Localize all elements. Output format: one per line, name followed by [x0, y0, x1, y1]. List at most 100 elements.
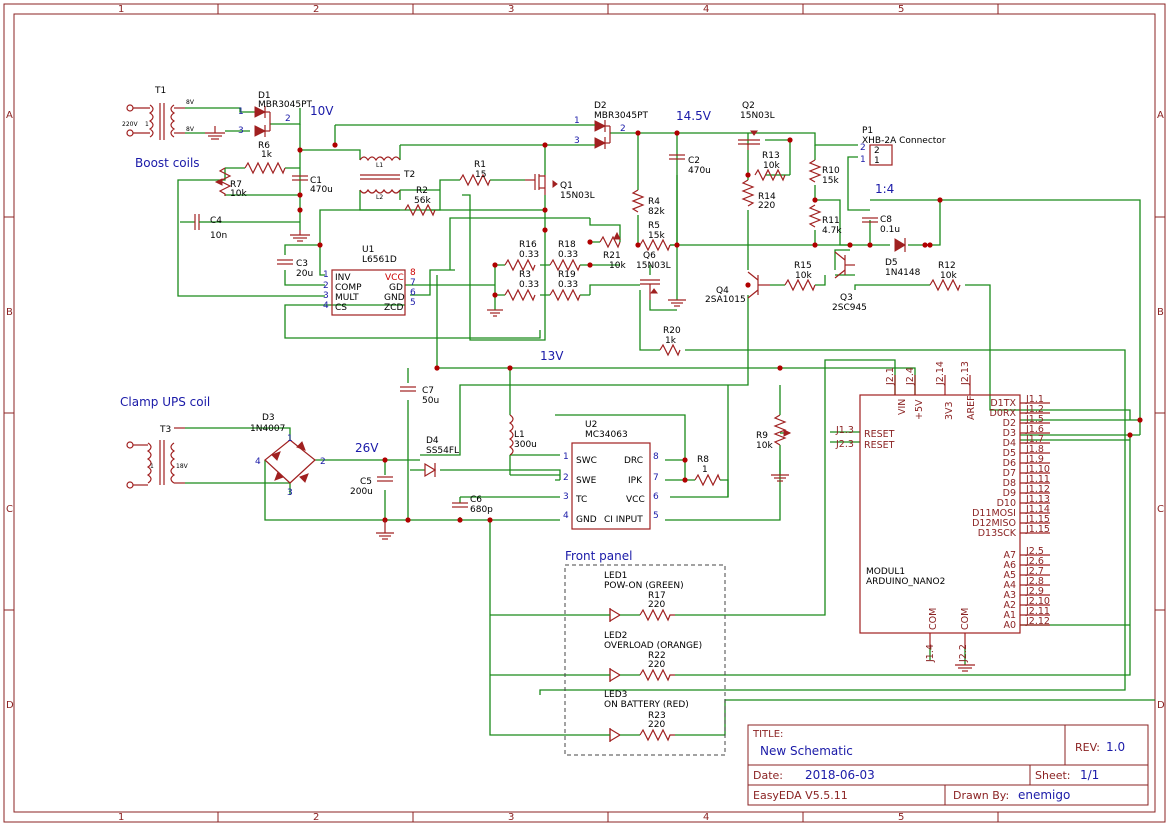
c7-ref: C7 — [422, 386, 434, 396]
sheet-value: 1/1 — [1080, 768, 1099, 782]
col-marker-bottom: 1 — [118, 812, 124, 823]
row-marker-left: C — [6, 504, 13, 515]
r18-ref: R18 — [558, 240, 576, 250]
nano-right-pin: J1.2 — [1025, 404, 1044, 415]
potentiometer-r21: R21 10k — [599, 231, 626, 271]
connector-p1[interactable]: P1 XHB-2A Connector 2 1 2 1 — [860, 126, 946, 166]
r20-value: 1k — [665, 336, 677, 346]
nano-right-label: D3 — [1003, 428, 1016, 439]
l1-ref: L1 — [514, 430, 525, 440]
nano-right-pin: J2.11 — [1025, 606, 1050, 617]
transformer-t1: T1 220V 1 8V 8V — [122, 86, 225, 140]
nano-right-label: D0RX — [990, 408, 1017, 419]
r3-ref: R3 — [519, 270, 531, 280]
col-marker-top: 4 — [703, 4, 709, 15]
ic-u2: U2 MC34063 1 2 3 4 SWC SWE TC GND DRC IP… — [563, 420, 659, 530]
u2-pin-num: 6 — [653, 492, 659, 502]
net-10v: 10V — [310, 104, 334, 118]
rev-value: 1.0 — [1106, 740, 1125, 754]
resistor-r14: R14 220 — [741, 179, 776, 211]
nano-top-label: VIN — [897, 399, 908, 415]
r9-ref: R9 — [756, 431, 768, 441]
u2-pin-label: SWC — [576, 456, 597, 466]
col-marker-bottom: 5 — [898, 812, 904, 823]
r7-value: 10k — [230, 189, 247, 199]
c4-ref: C4 — [210, 216, 222, 226]
r10-ref: R10 — [822, 166, 840, 176]
u1-pin-num: 8 — [410, 268, 416, 278]
led2-ref: LED2 — [604, 631, 627, 641]
r5-ref: R5 — [648, 221, 660, 231]
r13-ref: R13 — [762, 151, 780, 161]
net-26v: 26V — [355, 441, 379, 455]
title-label: TITLE: — [752, 729, 783, 740]
q1-ref: Q1 — [560, 181, 573, 191]
r17-ref: R17 — [648, 591, 666, 601]
nano-top-pin: J2.14 — [935, 361, 946, 386]
capacitor-c6: C6 680p — [452, 495, 493, 515]
rev-label: REV: — [1075, 741, 1100, 754]
r4-value: 82k — [648, 207, 665, 217]
d3-pin: 2 — [320, 457, 326, 467]
nano-reset-label: RESET — [864, 440, 895, 451]
r23-ref: R23 — [648, 711, 666, 721]
u1-pin-label: VCC — [385, 273, 404, 283]
drawn-by-label: Drawn By: — [953, 789, 1009, 802]
nano-right-label: A0 — [1003, 620, 1016, 631]
q3-value: 2SC945 — [832, 303, 867, 313]
c2-value: 470u — [688, 166, 711, 176]
u2-pin-num: 3 — [563, 492, 569, 502]
r4-ref: R4 — [648, 197, 660, 207]
nano-top-label: AREF — [966, 395, 977, 420]
nano-right-pin: J1.6 — [1025, 424, 1044, 435]
r3-value: 0.33 — [519, 280, 539, 290]
resistor-r3: R3 0.33 — [504, 270, 539, 302]
column-markers: 1 2 3 4 5 1 2 3 4 5 A B C D A B C D — [6, 4, 1165, 823]
d4-ref: D4 — [426, 436, 439, 446]
resistor-r5: R5 15k — [639, 221, 671, 252]
col-marker-bottom: 4 — [703, 812, 709, 823]
nano-bottom-label: COM — [960, 608, 971, 630]
t1-ref: T1 — [154, 86, 166, 96]
c8-value: 0.1u — [880, 225, 900, 235]
d1-pin: 2 — [285, 114, 291, 124]
capacitor-c3: C3 20u — [277, 259, 313, 279]
module-value: ARDUINO_NANO2 — [866, 577, 945, 587]
c3-ref: C3 — [296, 259, 308, 269]
p1-ref: P1 — [862, 126, 873, 136]
title-block: TITLE: New Schematic REV: 1.0 Date: 2018… — [747, 724, 1149, 806]
led2-value: OVERLOAD (ORANGE) — [604, 641, 702, 651]
net-14v5: 14.5V — [676, 109, 712, 123]
r21-value: 10k — [609, 261, 626, 271]
nano-right-label: D5 — [1003, 448, 1016, 459]
nano-bottom-pin: J1.4 — [925, 644, 936, 663]
mosfet-q6: Q6 15N03L — [636, 251, 686, 307]
u1-pin-label: MULT — [335, 293, 359, 303]
d2-ref: D2 — [594, 101, 607, 111]
u2-pin-num: 8 — [653, 452, 659, 462]
resistor-r11: R11 4.7k — [808, 204, 842, 236]
resistor-r13: R13 10k — [754, 151, 786, 182]
title-value: New Schematic — [760, 744, 853, 758]
u2-pin-label: VCC — [626, 495, 645, 505]
q1-value: 15N03L — [560, 191, 595, 201]
capacitor-c2: C2 470u — [669, 154, 711, 176]
r22-value: 220 — [648, 660, 665, 670]
u1-pin-num: 4 — [323, 301, 329, 311]
r6-ref: R6 — [258, 141, 270, 151]
u2-pin-num: 5 — [653, 511, 659, 521]
u1-pin-label: CS — [335, 303, 347, 313]
l1-value: 300u — [514, 440, 537, 450]
note-clamp-coil: Clamp UPS coil — [120, 395, 210, 409]
resistor-r1: R1 15 — [459, 160, 491, 187]
nano-right-label: D13SCK — [978, 528, 1017, 539]
r7-ref: R7 — [230, 180, 242, 190]
r19-value: 0.33 — [558, 280, 578, 290]
drawn-by-value: enemigo — [1018, 788, 1070, 802]
d3-pin: 1 — [287, 434, 293, 444]
u1-pin-num: 7 — [410, 278, 416, 288]
u1-ref: U1 — [362, 245, 374, 255]
u1-pin-label: COMP — [335, 283, 362, 293]
nano-top-pin: J2.4 — [905, 367, 916, 386]
